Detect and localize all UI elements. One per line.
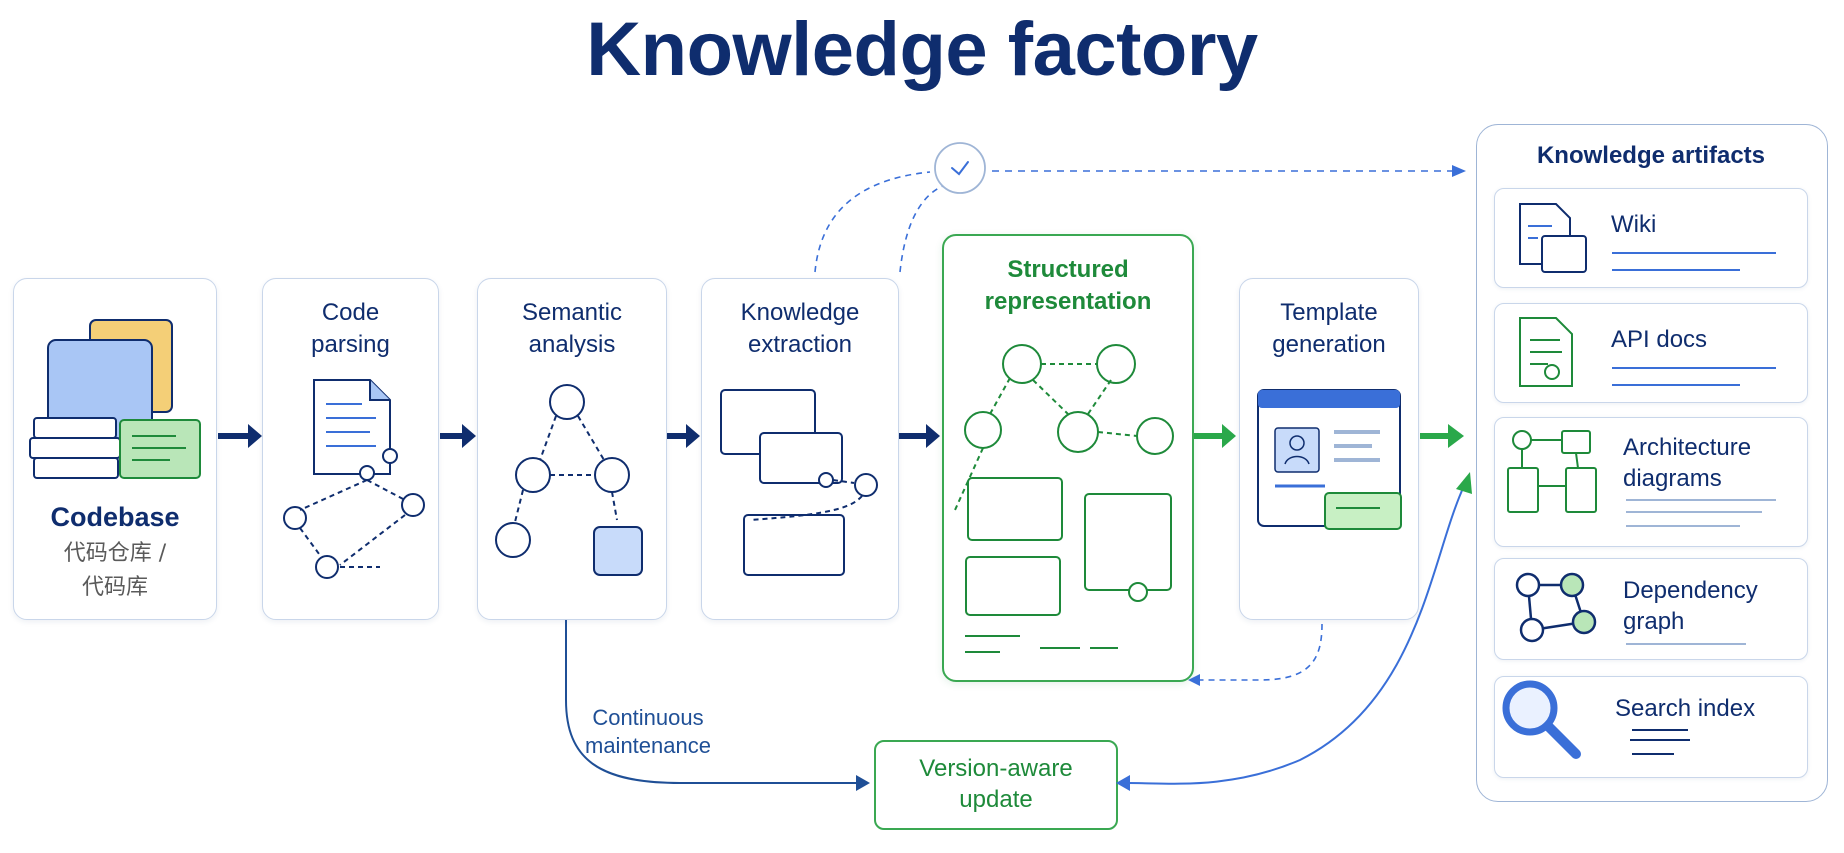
wiki-document-icon <box>1519 203 1587 273</box>
version-aware-update-label: Version-aware update <box>919 755 1073 813</box>
codebase-sublabel: 代码仓库 / 代码库 <box>63 541 167 600</box>
continuous-maintenance-label: Continuous maintenance <box>585 705 711 758</box>
pipeline-arrow-3 <box>667 424 700 448</box>
artifact-card-dependency-graph: Dependency graph <box>1494 558 1808 660</box>
structured-graph-icon <box>954 344 1174 653</box>
folder-stack-icon <box>29 319 201 479</box>
pipeline-arrow-2 <box>440 424 476 448</box>
codebase-label: Codebase <box>50 502 180 532</box>
code-parsing-label: Code parsing <box>311 299 390 358</box>
search-icon <box>1502 680 1581 759</box>
artifact-label-architecture-diagrams: Architecture diagrams <box>1623 434 1752 492</box>
version-aware-update-box: Version-aware update <box>874 740 1118 830</box>
pipeline-arrow-4 <box>899 424 940 448</box>
pipeline-arrow-1 <box>218 424 262 448</box>
structured-representation-label: Structured representation <box>984 256 1152 315</box>
template-feedback-arrow <box>1188 623 1323 686</box>
pipeline-arrow-6 <box>1420 424 1464 448</box>
bypass-dashed-arrow <box>814 165 1466 273</box>
maintenance-arrow <box>565 620 870 791</box>
check-circle-icon <box>934 142 986 194</box>
artifact-label-wiki: Wiki <box>1611 211 1657 238</box>
page-title: Knowledge factory <box>586 7 1258 92</box>
pipeline-arrow-5 <box>1194 424 1236 448</box>
template-window-icon <box>1257 389 1402 530</box>
artifact-label-search-index: Search index <box>1615 695 1756 722</box>
code-snippets-icon <box>720 389 878 576</box>
knowledge-extraction-label: Knowledge extraction <box>740 299 860 358</box>
api-doc-icon <box>1519 317 1573 387</box>
artifact-label-api-docs: API docs <box>1611 326 1708 353</box>
dependency-graph-icon <box>1515 572 1597 643</box>
parse-tree-icon <box>283 379 425 579</box>
feedback-arrow <box>1116 472 1472 791</box>
semantic-graph-icon <box>495 384 643 576</box>
semantic-analysis-label: Semantic analysis <box>521 299 623 358</box>
artifact-label-dependency-graph: Dependency graph <box>1623 577 1758 635</box>
template-generation-label: Template generation <box>1272 299 1386 358</box>
architecture-diagram-icon <box>1507 430 1597 513</box>
knowledge-artifacts-title: Knowledge artifacts <box>1536 142 1766 169</box>
